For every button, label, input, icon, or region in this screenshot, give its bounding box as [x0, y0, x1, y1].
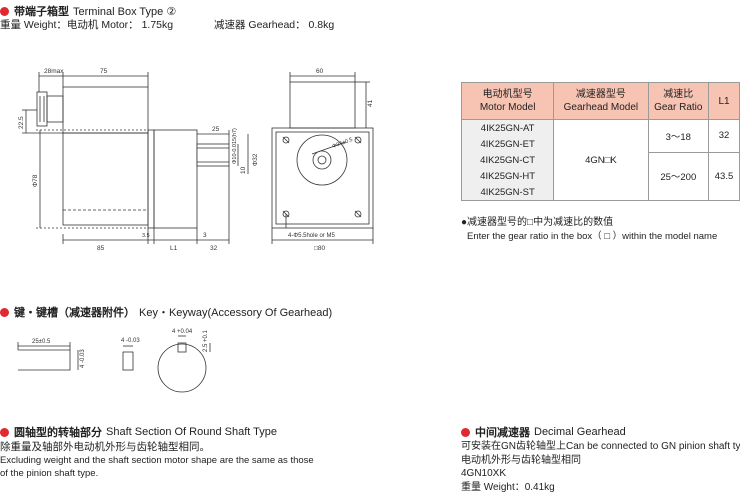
dim-key-length: 25±0.5 — [32, 339, 51, 345]
table-row: 4IK25GN-HT — [460, 168, 740, 184]
table-row: 4IK25GN-ST — [460, 184, 740, 201]
gearhead-model-cell: 4GN□K — [553, 119, 649, 201]
gear-ratio-cell: 3～18 — [647, 119, 710, 153]
dim-phi10: Φ10-0.015(h7) — [232, 128, 238, 164]
dim-phi32: Φ32 — [252, 153, 259, 166]
decimal-gearhead-line3: 4GN10XK — [461, 468, 507, 479]
bullet-icon — [461, 427, 470, 437]
section-key-title: 键・键槽（减速器附件） Key・Keyway(Accessory Of Gear… — [0, 304, 332, 320]
dim-25: 25 — [212, 126, 220, 133]
dim-key-height: 4 -0.03 — [80, 349, 86, 368]
dim-22-5: 22.5 — [18, 116, 25, 129]
decimal-gearhead-line1: 可安装在GN齿轮轴型上Can be connected to GN pinion… — [461, 441, 740, 452]
dim-60: 60 — [316, 68, 324, 75]
motor-model-cell: 4IK25GN-ET — [460, 136, 555, 152]
dim-32: 32 — [210, 245, 218, 252]
table-row: 4IK25GN-AT 4GN□K 3～18 32 — [460, 119, 740, 201]
table-note-en: Enter the gear ratio in the box（ □ ）with… — [467, 231, 718, 242]
motor-model-cell: 4IK25GN-CT — [460, 152, 555, 168]
gear-ratio-cell: 25～200 — [647, 151, 710, 201]
motor-model-cell: 4IK25GN-HT — [460, 168, 555, 184]
dim-keyway-width: 4 +0.04 — [172, 329, 193, 335]
dim-phi78: Φ78 — [32, 174, 39, 187]
dim-keyway-depth: 2.5 +0.1 — [203, 329, 209, 352]
l1-cell: 32 — [708, 119, 740, 153]
bullet-icon — [0, 6, 9, 16]
title-cn: 键・键槽（减速器附件） — [14, 307, 135, 319]
dim-41: 41 — [367, 99, 374, 107]
section-decimal-gearhead-title: 中间减速器 Decimal Gearhead — [461, 424, 626, 440]
dim-key-width: 4 -0.03 — [121, 338, 140, 344]
title-en: Shaft Section Of Round Shaft Type — [106, 426, 278, 438]
dim-holes: 4-Φ5.5hole or M5 — [288, 233, 335, 239]
dim-3-5: 3.5 — [142, 233, 150, 239]
motor-model-cell: 4IK25GN-ST — [460, 184, 555, 201]
key-keyway-drawing: 25±0.5 4 -0.03 4 -0.03 4 +0.04 2.5 +0.1 — [17, 329, 211, 393]
section-round-shaft-title: 圆轴型的转轴部分 Shaft Section Of Round Shaft Ty… — [0, 424, 277, 440]
decimal-gearhead-line2: 电动机外形与齿轮轴型相同 — [461, 455, 581, 466]
gearhead-weight: 减速器 Gearhead： 0.8kg — [214, 19, 335, 31]
round-shaft-line3: of the pinion shaft type. — [0, 468, 99, 479]
table-row: 4IK25GN-CT 25～200 43.5 — [460, 151, 740, 201]
title-en: Decimal Gearhead — [534, 426, 626, 438]
dim-sq80: □80 — [314, 245, 326, 252]
bullet-icon — [0, 427, 9, 437]
round-shaft-line2: Excluding weight and the shaft section m… — [0, 455, 314, 466]
dim-75: 75 — [100, 68, 108, 75]
table-note-cn: ●减速器型号的□中为减速比的数值 — [461, 217, 614, 228]
decimal-gearhead-weight: 重量 Weight：0.41kg — [461, 482, 555, 493]
title-cn: 中间减速器 — [475, 427, 530, 439]
section-terminal-box-title: 带端子箱型 Terminal Box Type ② — [0, 3, 176, 19]
dim-10: 10 — [240, 166, 247, 174]
l1-cell: 43.5 — [708, 151, 740, 201]
table-row: 4IK25GN-ET — [460, 136, 740, 152]
terminal-box-drawing: 28max 75 60 41 22.5 25 Φ10-0.015(h7) Φ32… — [18, 68, 374, 252]
title-cn: 圆轴型的转轴部分 — [14, 427, 102, 439]
motor-weight: 重量 Weight：电动机 Motor： 1.75kg — [0, 19, 174, 31]
bullet-icon — [0, 307, 9, 317]
dim-3: 3 — [203, 232, 207, 239]
dim-l1: L1 — [170, 245, 178, 252]
round-shaft-line1: 除重量及轴部外电动机外形与齿轮轴型相同。 — [0, 441, 210, 453]
title-cn: 带端子箱型 — [14, 6, 69, 18]
header-l1: L1 — [708, 82, 740, 120]
dim-28max: 28max — [44, 68, 64, 75]
motor-model-cell: 4IK25GN-AT — [460, 119, 555, 136]
title-en: Key・Keyway(Accessory Of Gearhead) — [139, 307, 333, 319]
dim-85: 85 — [97, 245, 105, 252]
title-en: Terminal Box Type ② — [73, 5, 177, 18]
